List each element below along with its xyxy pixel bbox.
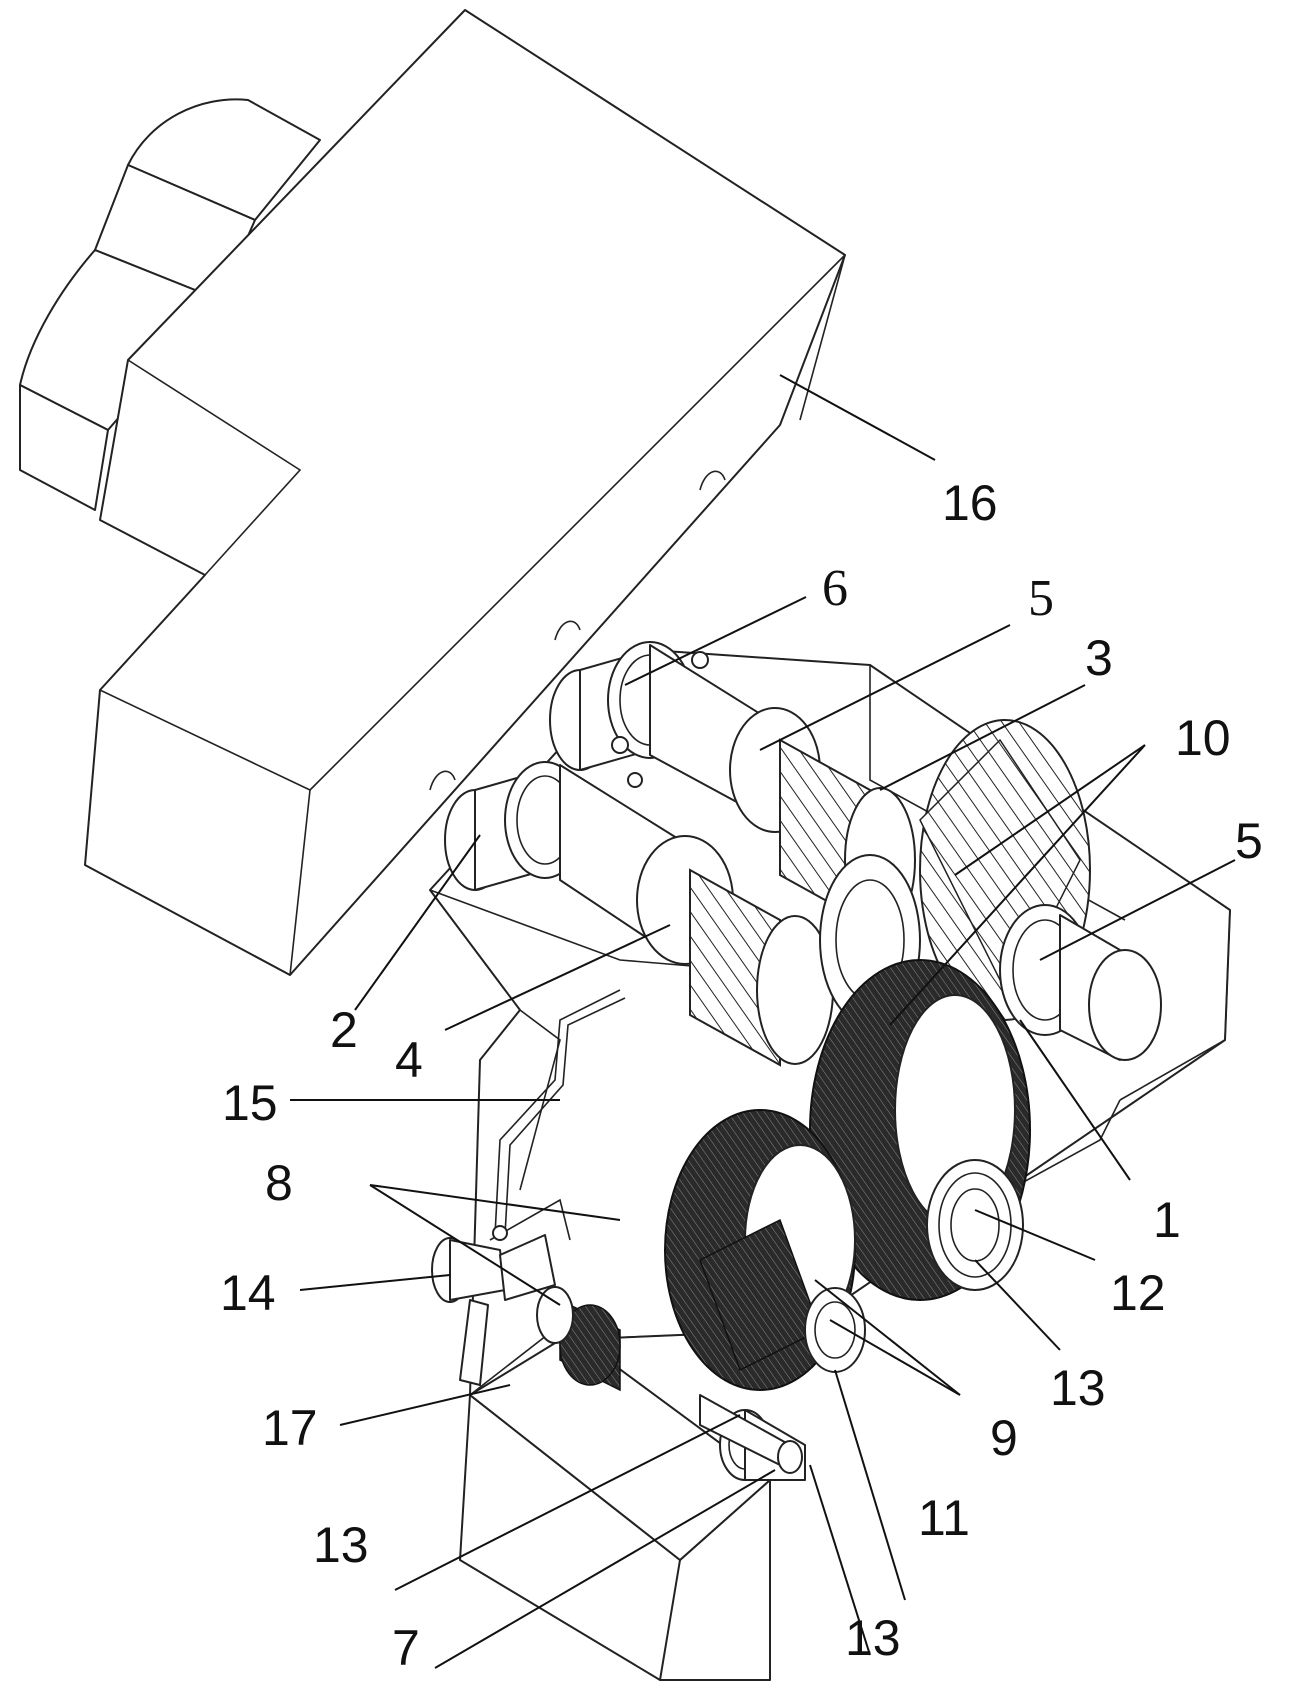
upper-shafts: [444, 641, 821, 965]
part-labels: 16 6 5 3 10 5 2 4 15 1 8 12 14 13 9 17 1…: [220, 475, 1263, 1676]
leader-lines: [290, 374, 1236, 1669]
label-5-right: 5: [1235, 813, 1263, 869]
label-13-right: 13: [1050, 1360, 1106, 1416]
label-13-bottom: 13: [845, 1610, 901, 1666]
label-11: 11: [918, 1490, 970, 1546]
label-7: 7: [392, 1620, 420, 1676]
output-shaft: [699, 1394, 803, 1474]
label-5-top: 5: [1028, 570, 1054, 627]
label-2: 2: [330, 1002, 358, 1058]
label-1: 1: [1153, 1192, 1181, 1248]
label-6: 6: [822, 560, 848, 617]
right-shaft: [999, 904, 1162, 1061]
label-16: 16: [942, 475, 998, 531]
shift-lever: [431, 989, 626, 1386]
label-9: 9: [990, 1410, 1018, 1466]
label-17: 17: [262, 1400, 318, 1456]
upper-gears: [689, 738, 921, 1067]
label-3: 3: [1085, 630, 1113, 686]
label-15: 15: [222, 1075, 278, 1131]
label-12: 12: [1110, 1265, 1166, 1321]
label-8: 8: [265, 1155, 293, 1211]
label-13-left: 13: [313, 1517, 369, 1573]
label-14: 14: [220, 1265, 276, 1321]
label-4: 4: [395, 1032, 423, 1088]
lower-housing: [459, 1324, 771, 1681]
label-10: 10: [1175, 710, 1231, 766]
motor-housing: [19, 9, 846, 976]
